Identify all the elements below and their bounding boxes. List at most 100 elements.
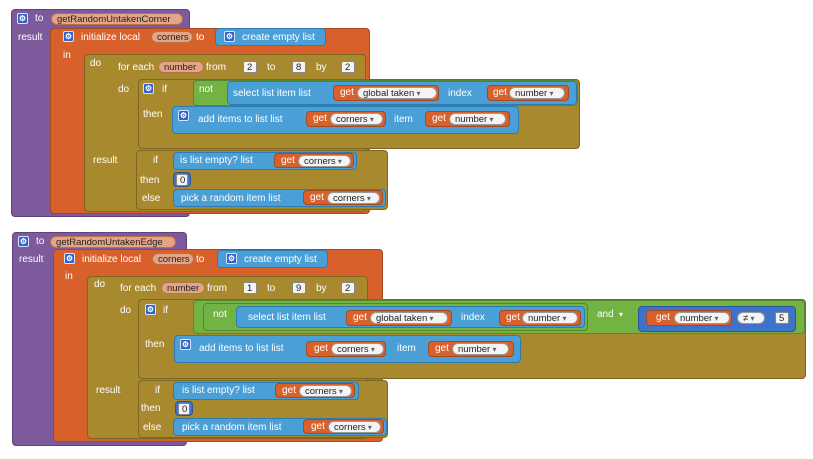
result-label: result [19, 254, 44, 265]
else-label: else [143, 422, 162, 433]
variable-dropdown-number[interactable]: number [509, 87, 565, 99]
to-label: to [35, 13, 44, 24]
number-value[interactable]: 0 [176, 174, 188, 186]
mutator-gear-icon[interactable]: ⚙ [224, 31, 235, 42]
to-value[interactable]: 9 [292, 282, 306, 294]
get-label: get [313, 113, 327, 124]
get-label: get [310, 192, 324, 203]
number-value[interactable]: 5 [775, 312, 789, 324]
variable-dropdown-number[interactable]: number [449, 113, 506, 125]
do-label: do [94, 279, 106, 290]
initialize-local-label: initialize local [81, 32, 140, 43]
result-label: result [96, 385, 121, 396]
mutator-gear-icon[interactable]: ⚙ [64, 253, 75, 264]
loop-variable-field[interactable]: number [158, 61, 204, 73]
pick-random-item-label: pick a random item list [182, 422, 282, 433]
create-empty-list-block[interactable] [215, 28, 326, 46]
create-empty-list-label: create empty list [242, 32, 315, 43]
get-label: get [656, 312, 670, 323]
variable-dropdown-number[interactable]: number [522, 312, 578, 324]
result-label: result [93, 155, 118, 166]
from-value[interactable]: 2 [243, 61, 257, 73]
variable-dropdown-corners[interactable]: corners [328, 421, 381, 433]
get-label: get [432, 113, 446, 124]
get-label: get [493, 87, 507, 98]
procedure-name-field[interactable]: getRandomUntakenCorner [51, 13, 183, 25]
to-value[interactable]: 8 [292, 61, 306, 73]
by-label: by [316, 62, 327, 73]
then-label: then [145, 339, 165, 350]
from-label: from [207, 283, 227, 294]
then-label: then [143, 109, 163, 120]
if-label: if [163, 305, 168, 316]
variable-dropdown-number[interactable]: number [674, 312, 730, 324]
to-label: to [196, 32, 205, 43]
mutator-gear-icon[interactable]: ⚙ [17, 13, 28, 24]
variable-dropdown-number[interactable]: number [452, 343, 509, 355]
initialize-local-label: initialize local [82, 254, 141, 265]
get-label: get [314, 343, 328, 354]
to-label: to [196, 254, 205, 265]
is-list-empty-label: is list empty? list [180, 155, 253, 166]
if-label: if [162, 84, 167, 95]
do-label: do [118, 84, 130, 95]
get-label: get [281, 155, 295, 166]
add-items-to-list-label: add items to list list [199, 343, 284, 354]
variable-dropdown-corners[interactable]: corners [298, 155, 351, 167]
add-items-to-list-label: add items to list list [198, 114, 283, 125]
index-label: index [448, 88, 472, 99]
to-label: to [36, 236, 45, 247]
get-label: get [435, 343, 449, 354]
variable-dropdown-global-taken[interactable]: global taken [370, 312, 448, 324]
local-variable-name-field[interactable]: corners [152, 253, 194, 265]
from-label: from [206, 62, 226, 73]
get-label: get [506, 312, 520, 323]
mutator-gear-icon[interactable]: ⚙ [143, 83, 154, 94]
do-label: do [120, 305, 132, 316]
then-label: then [141, 403, 161, 414]
variable-dropdown-corners[interactable]: corners [299, 385, 352, 397]
get-label: get [282, 385, 296, 396]
create-empty-list-block[interactable] [217, 250, 328, 268]
and-operator-label: and [597, 309, 614, 320]
to-label: to [267, 62, 276, 73]
comparison-operator-dropdown[interactable]: ≠ [737, 312, 765, 324]
and-dropdown-arrow-icon[interactable]: ▾ [619, 310, 624, 319]
variable-dropdown-corners[interactable]: corners [331, 343, 384, 355]
by-value[interactable]: 2 [341, 61, 355, 73]
variable-dropdown-corners[interactable]: corners [327, 192, 380, 204]
to-label: to [267, 283, 276, 294]
do-label: do [90, 58, 102, 69]
mutator-gear-icon[interactable]: ⚙ [180, 339, 191, 350]
get-label: get [340, 87, 354, 98]
if-label: if [153, 155, 158, 166]
by-label: by [316, 283, 327, 294]
result-label: result [18, 32, 43, 43]
mutator-gear-icon[interactable]: ⚙ [18, 236, 29, 247]
procedure-name-field[interactable]: getRandomUntakenEdge [50, 236, 176, 248]
select-list-item-label: select list item list [233, 88, 311, 99]
local-variable-name-field[interactable]: corners [151, 31, 193, 43]
by-value[interactable]: 2 [341, 282, 355, 294]
mutator-gear-icon[interactable]: ⚙ [178, 110, 189, 121]
loop-variable-field[interactable]: number [161, 282, 205, 294]
for-each-label: for each [120, 283, 157, 294]
from-value[interactable]: 1 [243, 282, 257, 294]
index-label: index [461, 312, 485, 323]
not-label: not [199, 84, 213, 95]
get-label: get [311, 421, 325, 432]
select-list-item-label: select list item list [248, 312, 326, 323]
variable-dropdown-corners[interactable]: corners [330, 113, 383, 125]
if-label: if [155, 385, 160, 396]
create-empty-list-label: create empty list [244, 254, 317, 265]
mutator-gear-icon[interactable]: ⚙ [226, 253, 237, 264]
variable-dropdown-global-taken[interactable]: global taken [357, 87, 437, 99]
number-value[interactable]: 0 [178, 403, 190, 415]
in-label: in [65, 271, 73, 282]
mutator-gear-icon[interactable]: ⚙ [145, 304, 156, 315]
else-label: else [142, 193, 161, 204]
item-label: item [397, 343, 416, 354]
mutator-gear-icon[interactable]: ⚙ [63, 31, 74, 42]
in-label: in [63, 50, 71, 61]
item-label: item [394, 114, 413, 125]
